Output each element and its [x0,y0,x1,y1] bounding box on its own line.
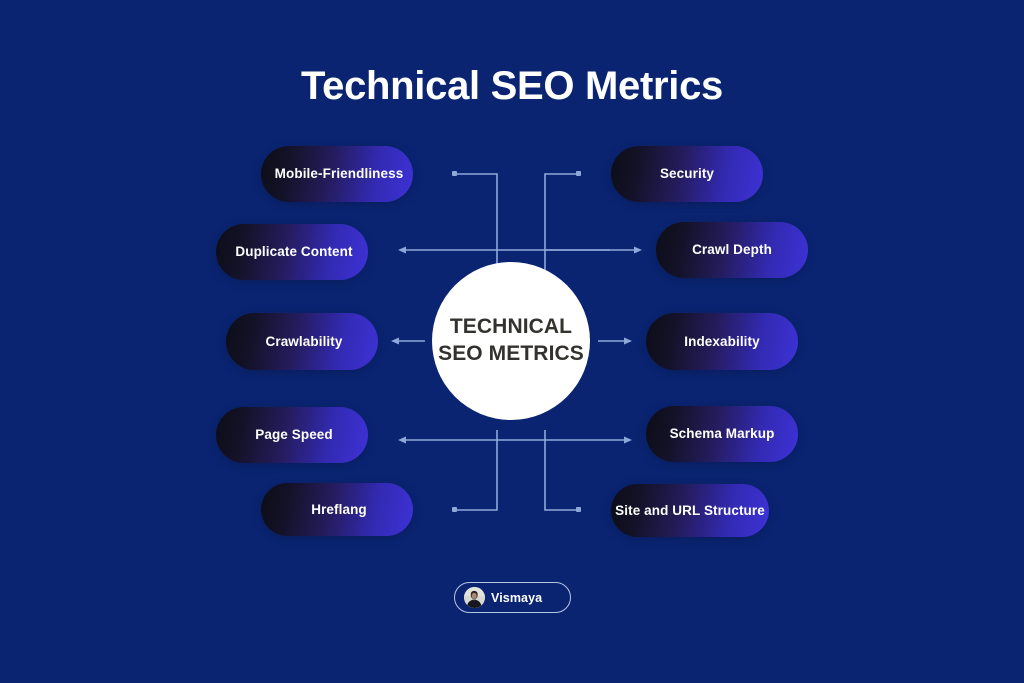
metric-label: Indexability [684,333,760,349]
metric-label: Crawl Depth [692,242,772,258]
connector-arrow [398,246,406,254]
metric-pill-hreflang[interactable]: Hreflang [261,483,413,536]
connector-arrow [391,337,399,345]
metric-pill-site-and-url-structure[interactable]: Site and URL Structure [611,484,769,537]
page-title: Technical SEO Metrics [300,64,723,108]
center-hub-line-1: TECHNICAL [449,315,573,339]
metric-pill-security[interactable]: Security [611,146,763,202]
metric-pill-indexability[interactable]: Indexability [646,313,798,370]
center-hub-line-2: SEO METRICS [438,342,584,365]
connector-cap [452,171,457,176]
connector-cap [452,507,457,512]
metric-label: Crawlability [265,333,343,349]
center-hub: TECHNICAL SEO METRICS [432,262,590,420]
metric-pill-mobile-friendliness[interactable]: Mobile-Friendliness [261,146,413,202]
author-badge[interactable]: Vismaya [454,582,571,613]
metric-label: Security [659,166,715,182]
connector-arrow [398,436,406,444]
connector-arrow [624,436,632,444]
author-name: Vismaya [491,590,543,605]
avatar [464,587,485,608]
connector-cap [576,507,581,512]
connector-arrow [634,246,642,254]
metric-pill-crawl-depth[interactable]: Crawl Depth [656,222,808,278]
metric-label: Hreflang [311,501,367,517]
metric-label: Schema Markup [669,426,775,442]
connector-cap [576,171,581,176]
metric-pill-duplicate-content[interactable]: Duplicate Content [216,224,368,280]
metric-pill-crawlability[interactable]: Crawlability [226,313,378,370]
metric-label: Site and URL Structure [615,502,765,518]
connector-arrow [624,337,632,345]
metric-label: Mobile-Friendliness [274,166,404,182]
metric-label: Duplicate Content [235,244,353,260]
metric-label: Page Speed [255,427,333,443]
metric-pill-schema-markup[interactable]: Schema Markup [646,406,798,462]
metric-pill-page-speed[interactable]: Page Speed [216,407,368,463]
